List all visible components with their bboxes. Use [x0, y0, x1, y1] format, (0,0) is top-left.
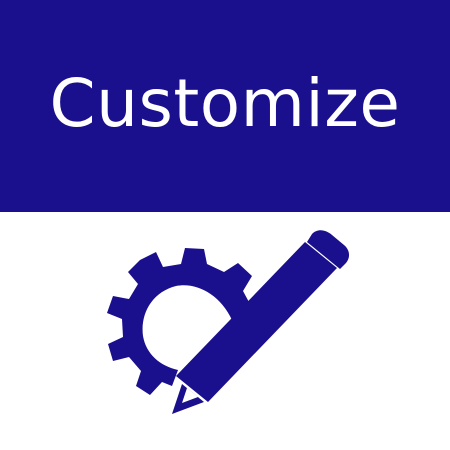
- pencil-icon: [172, 230, 350, 414]
- customize-icon-graphic: [107, 230, 350, 414]
- pencil-eraser: [307, 230, 350, 269]
- gear-shape: [107, 248, 252, 395]
- title-banner: Customize: [0, 0, 450, 212]
- gear-icon: [107, 248, 252, 395]
- customize-icon: [0, 212, 450, 450]
- pencil-body: [176, 242, 337, 402]
- pencil-tip-highlight: [182, 388, 198, 403]
- page-title: Customize: [49, 65, 401, 142]
